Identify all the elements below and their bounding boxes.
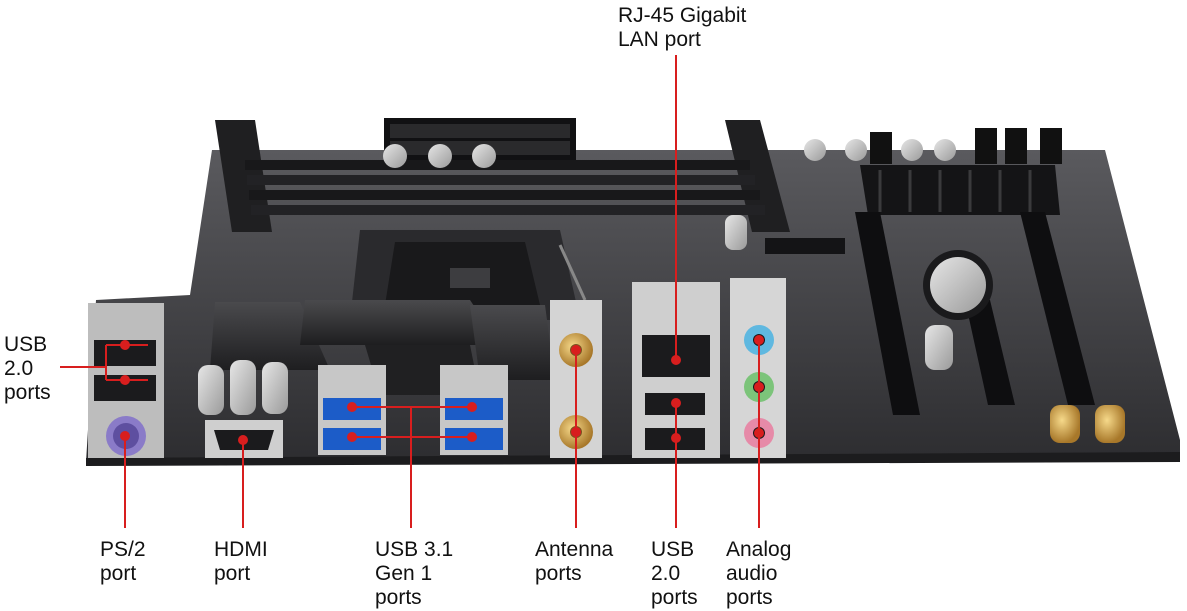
callout-usb20-right-line-3: ports <box>651 586 698 609</box>
callout-audio-line-1: Analog <box>726 538 792 561</box>
callout-rj45: RJ-45 Gigabit LAN port <box>618 4 746 52</box>
callout-audio-line-3: ports <box>726 586 773 609</box>
callout-ps2-line-1: PS/2 <box>100 538 146 561</box>
callout-rj45-line-1: RJ-45 Gigabit <box>618 4 747 27</box>
chipset-heatsink <box>860 128 1062 215</box>
capacitors <box>198 139 1125 443</box>
callout-usb20-left-line-3: ports <box>4 381 51 404</box>
callout-usb20-left-line-2: 2.0 <box>4 357 34 380</box>
callout-usb20-left: USB 2.0 ports <box>4 333 51 405</box>
callout-ps2-line-2: port <box>100 562 137 585</box>
vrm-heatsinks <box>210 300 555 395</box>
ram-slots <box>215 120 790 232</box>
callout-antenna: Antenna ports <box>535 538 613 586</box>
callout-hdmi-line-1: HDMI <box>214 538 268 561</box>
callout-ps2: PS/2 port <box>100 538 146 586</box>
callout-audio: Analog audio ports <box>726 538 791 610</box>
callout-hdmi: HDMI port <box>214 538 268 586</box>
callout-hdmi-line-2: port <box>214 562 251 585</box>
callout-rj45-line-2: LAN port <box>618 28 701 51</box>
callout-usb31-line-3: ports <box>375 586 422 609</box>
callout-usb20-right-line-1: USB <box>651 538 695 561</box>
callout-usb20-left-line-1: USB <box>4 333 48 356</box>
callout-usb31: USB 3.1 Gen 1 ports <box>375 538 453 610</box>
cpu-socket <box>350 230 587 320</box>
callout-audio-line-2: audio <box>726 562 778 585</box>
callout-usb31-line-2: Gen 1 <box>375 562 433 585</box>
pcb-front-edge <box>86 452 1180 466</box>
callout-usb20-right-line-2: 2.0 <box>651 562 681 585</box>
callout-antenna-line-1: Antenna <box>535 538 614 561</box>
expansion-slots <box>765 212 1095 415</box>
callout-usb31-line-1: USB 3.1 <box>375 538 454 561</box>
callout-antenna-line-2: ports <box>535 562 582 585</box>
leader-lines <box>60 55 764 528</box>
callout-usb20-right: USB 2.0 ports <box>651 538 698 610</box>
